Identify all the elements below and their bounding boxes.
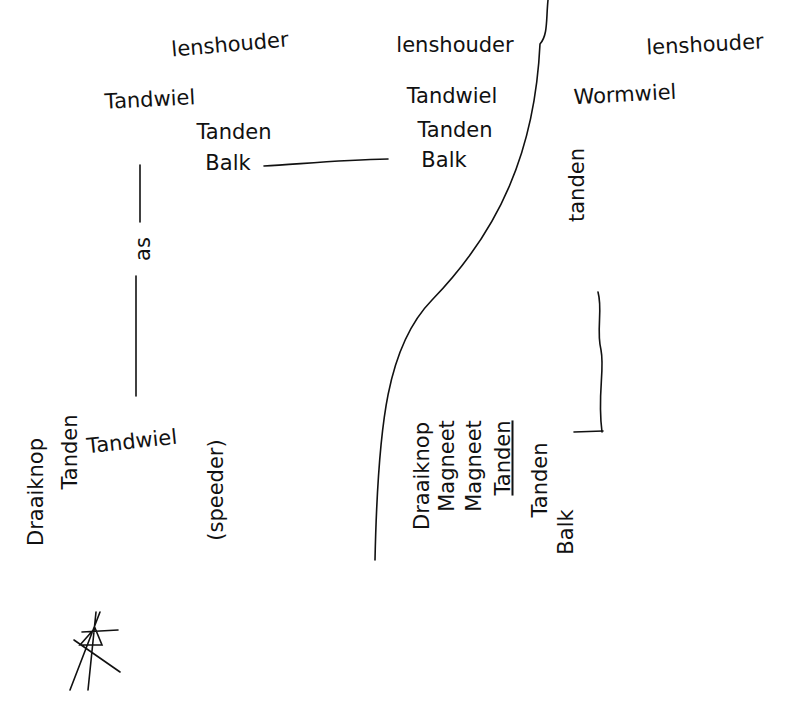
rack-link-line [264,159,388,166]
part-label: as [133,237,154,261]
shaft-line [135,276,137,396]
part-label: Balk [205,153,250,174]
worm-link-line [598,292,602,432]
part-label: Tandwiel [86,427,178,457]
part-label: (speeder) [206,439,227,540]
part-label: Draaiknop [412,422,433,530]
worm-link-line [574,431,603,432]
part-label: tanden [567,148,588,222]
part-label: Tanden [196,122,271,143]
part-label: Wormwiel [573,82,677,108]
part-label: lenshouder [171,29,290,60]
divider-line [375,0,548,560]
part-label: Tanden [60,414,81,489]
part-label: lenshouder [646,31,764,58]
part-label: Magneet [464,420,485,512]
part-label: Balk [556,509,577,554]
scribble-symbol [70,612,120,690]
part-label: Magneet [437,420,458,512]
part-label: Tanden [530,442,551,517]
shaft-line [139,165,141,222]
part-label: Tanden [493,420,514,495]
part-label: Draaiknop [26,438,47,546]
part-label: Tandwiel [407,86,498,107]
part-label: Balk [421,150,466,171]
part-label: Tandwiel [104,87,196,113]
part-label: Tanden [417,120,492,141]
part-label: lenshouder [396,35,513,56]
